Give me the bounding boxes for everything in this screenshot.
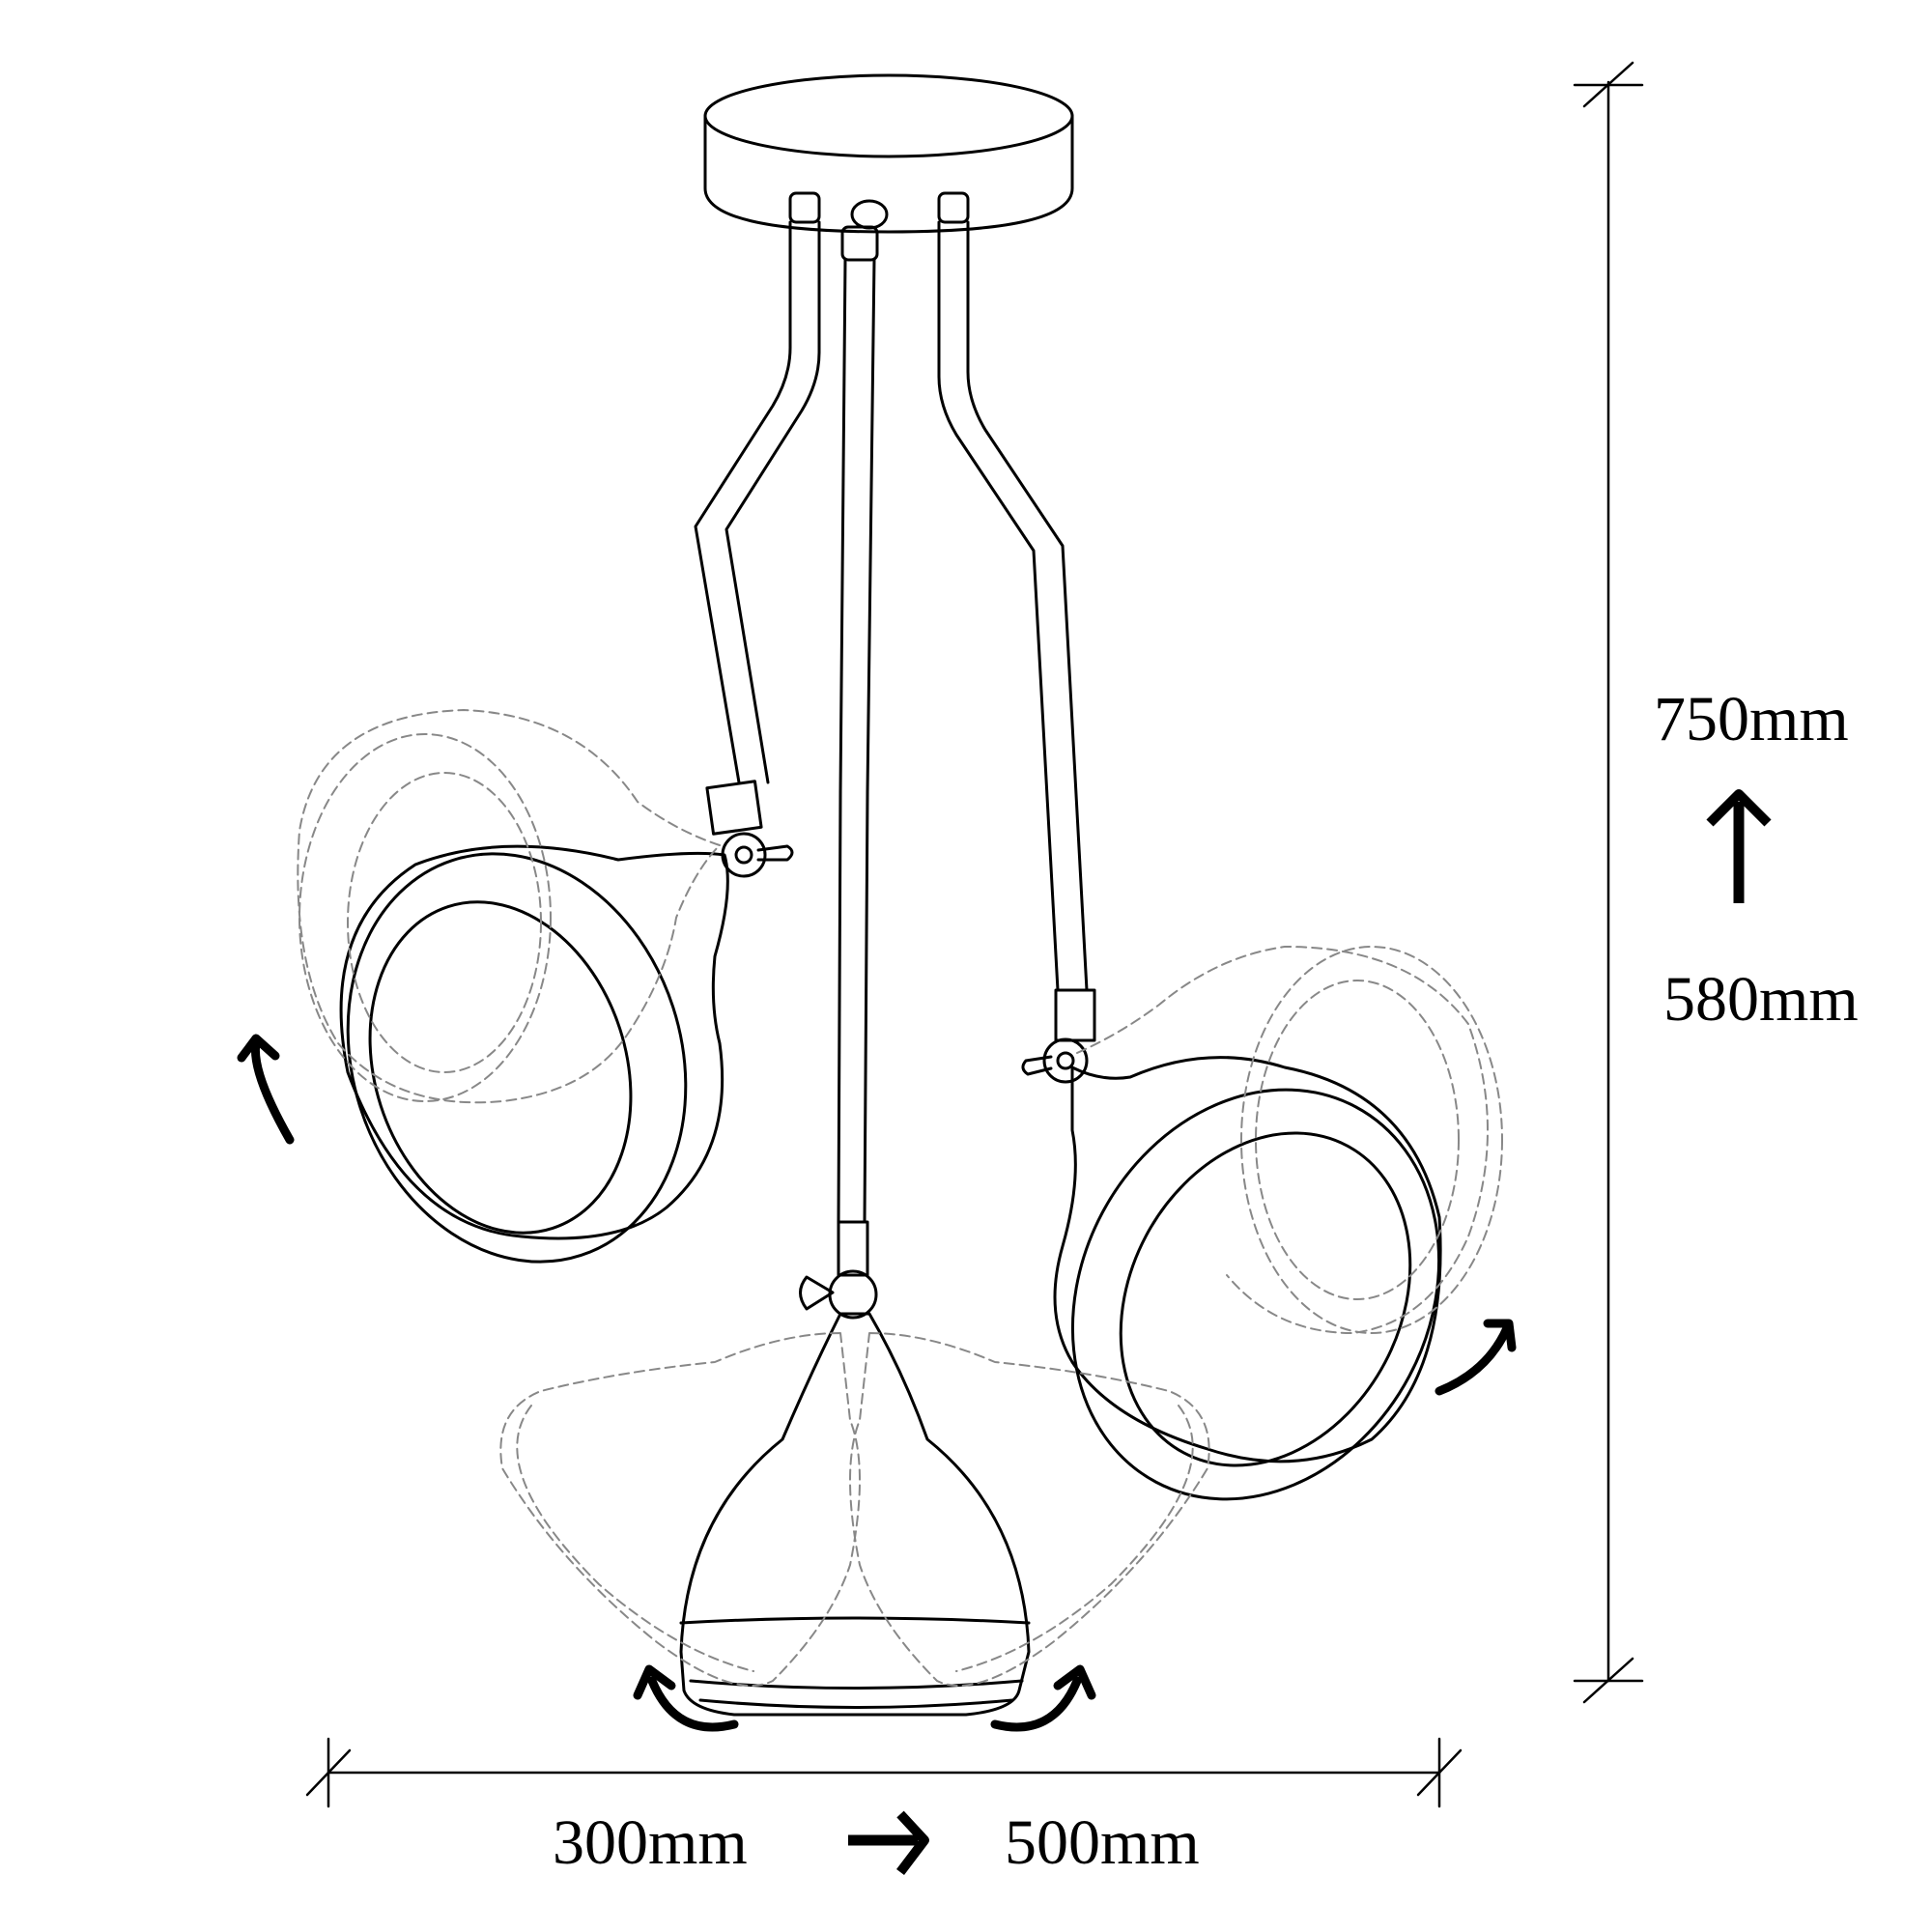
right-arm bbox=[937, 220, 1096, 1084]
right-shade bbox=[1053, 1056, 1442, 1501]
rotate-arrow-icon bbox=[633, 1664, 739, 1732]
width-max-label: 500mm bbox=[1005, 1807, 1200, 1878]
ceiling-canopy bbox=[703, 73, 1074, 234]
rotate-arrow-icon bbox=[237, 1034, 295, 1145]
up-arrow-icon bbox=[1706, 789, 1772, 903]
center-shade-ghost bbox=[499, 1332, 1210, 1687]
rotate-arrow-icon bbox=[990, 1664, 1096, 1732]
width-min-label: 300mm bbox=[553, 1807, 748, 1878]
rotate-arrow-icon bbox=[1435, 1319, 1517, 1396]
right-shade-ghost bbox=[1076, 946, 1503, 1334]
left-shade-ghost bbox=[297, 709, 721, 1104]
left-arm bbox=[694, 220, 821, 878]
arm-mounts bbox=[788, 191, 970, 262]
left-shade bbox=[339, 844, 729, 1264]
height-dimension-line bbox=[1573, 61, 1644, 1704]
right-arrow-icon bbox=[848, 1810, 929, 1876]
height-min-label: 580mm bbox=[1663, 964, 1859, 1035]
center-shade bbox=[679, 1312, 1031, 1717]
center-arm bbox=[799, 257, 878, 1320]
width-dimension-line bbox=[305, 1737, 1463, 1808]
height-max-label: 750mm bbox=[1654, 684, 1849, 754]
